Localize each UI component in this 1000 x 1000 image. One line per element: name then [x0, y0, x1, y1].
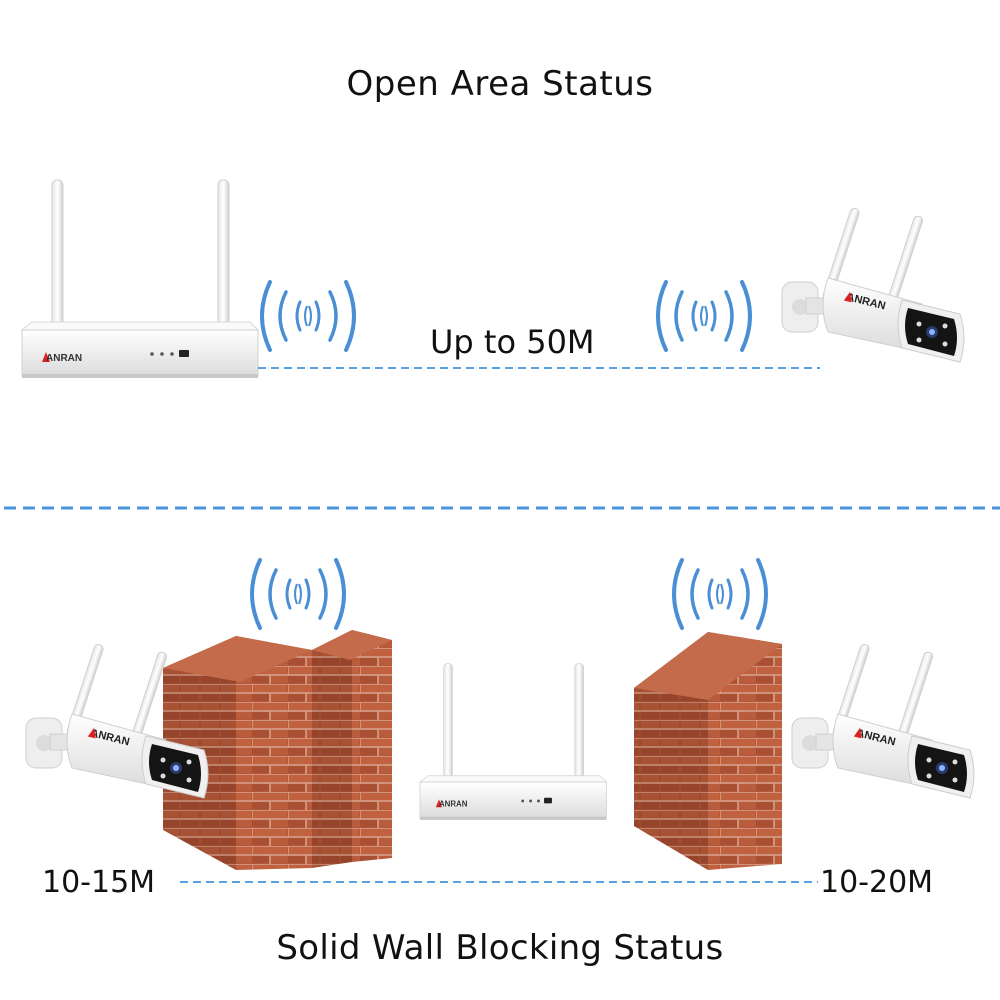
wifi-signal-icon: [260, 280, 356, 352]
left-wall-distance-label: 10-15M: [42, 865, 156, 900]
nvr-router-icon: [21, 179, 259, 379]
brick-wall-icon: [312, 630, 392, 868]
solid-wall-title: Solid Wall Blocking Status: [276, 928, 724, 968]
right-wall-distance-label: 10-20M: [820, 865, 934, 900]
nvr-router-icon: [419, 663, 607, 821]
wifi-signal-icon: [656, 280, 752, 352]
open-area-distance-label: Up to 50M: [430, 323, 595, 361]
wifi-signal-icon: [672, 558, 768, 630]
bullet-camera-icon: [791, 642, 975, 799]
bullet-camera-icon: [781, 206, 965, 363]
brick-wall-icon: [163, 636, 312, 870]
open-area-title: Open Area Status: [346, 64, 654, 104]
brick-wall-icon: [634, 632, 782, 870]
wifi-signal-icon: [250, 558, 346, 630]
